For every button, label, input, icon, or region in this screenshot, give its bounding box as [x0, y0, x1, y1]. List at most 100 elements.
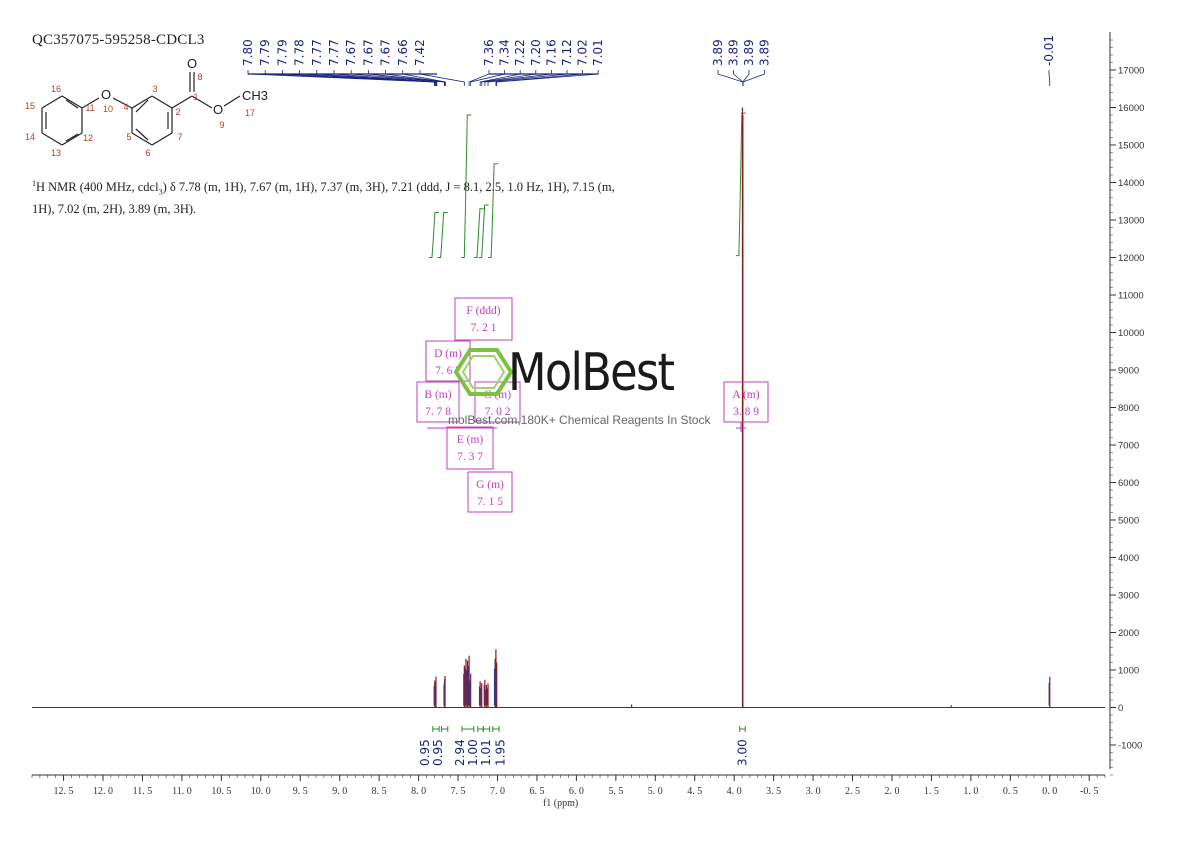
bond: [112, 97, 133, 109]
integral-curve: [461, 114, 472, 258]
peak-label: 7.20: [529, 39, 543, 66]
peak-label-connector: [1048, 70, 1051, 86]
peak-label-connector: [487, 70, 568, 86]
y-tick-label: 1000: [1118, 666, 1139, 677]
peak-label-connector: [247, 70, 435, 86]
x-tick-label: 6. 5: [529, 786, 544, 797]
multiplet-box: [723, 381, 769, 423]
y-tick-label: 11000: [1118, 291, 1144, 302]
bond: [81, 97, 100, 109]
multiplet-label: E (m): [457, 434, 484, 446]
peak-label: 7.02: [576, 39, 590, 66]
ring-bond: [61, 132, 83, 146]
integral-curve: [488, 163, 499, 258]
multiplet-box: [416, 381, 460, 423]
multiplet-label: F (ddd): [466, 305, 500, 317]
x-tick-label: 12. 5: [54, 786, 74, 797]
y-tick-label: 12000: [1118, 253, 1144, 264]
atom-number: 6: [145, 148, 150, 158]
peak-label: 7.67: [344, 39, 358, 66]
x-tick-label: 10. 5: [211, 786, 231, 797]
integral-curve: [735, 112, 746, 257]
y-tick-label: 2000: [1118, 628, 1139, 639]
peak-label-connector: [470, 70, 505, 86]
spectrum-trace: [32, 107, 1105, 708]
peak-label: 3.89: [758, 39, 772, 66]
multiplet-shift: 7. 2 1: [471, 322, 497, 334]
nmr-solvent-sub: 3: [158, 187, 163, 197]
peak-label-connector: [402, 70, 446, 86]
x-tick-label: 8. 0: [411, 786, 426, 797]
atom-number: 10: [103, 104, 113, 114]
x-tick-label: 7. 0: [490, 786, 505, 797]
peak-label: 7.80: [241, 39, 255, 66]
atom-number: 5: [126, 132, 131, 142]
ring-bond: [131, 132, 153, 146]
bond: [171, 95, 193, 109]
x-tick-label: 2. 0: [884, 786, 899, 797]
watermark-brand: MolBest: [508, 343, 675, 403]
x-tick-label: 6. 0: [569, 786, 584, 797]
peak-label-connector: [742, 70, 750, 86]
multiplet-label: A (m): [732, 389, 759, 401]
multiplet-box: [446, 426, 494, 470]
ring-bond: [41, 95, 63, 109]
atom-number: 11: [85, 103, 94, 113]
y-tick-label: 3000: [1118, 591, 1139, 602]
atom-number: 13: [51, 148, 61, 158]
peak-label: 7.22: [513, 39, 527, 66]
ring-bond: [151, 132, 173, 146]
x-tick-label: 10. 0: [251, 786, 271, 797]
x-tick-label: -0. 5: [1080, 786, 1098, 797]
peak-label: 7.01: [591, 39, 605, 66]
y-tick-label: 13000: [1118, 216, 1144, 227]
bond: [223, 95, 241, 107]
x-tick-label: 7. 5: [451, 786, 466, 797]
atom-number: 9: [219, 120, 224, 130]
integral-value: 1.95: [493, 739, 507, 766]
x-tick-label: 12. 0: [93, 786, 113, 797]
peak-label-connector: [742, 70, 765, 86]
y-tick-label: -1000: [1118, 741, 1142, 752]
multiplet-shift: 7. 6 7: [435, 365, 461, 377]
peak-label: 7.67: [379, 39, 393, 66]
peak-label: 7.12: [560, 39, 574, 66]
peak-label-connector: [495, 70, 583, 86]
multiplet-shift: 7. 7 8: [425, 406, 451, 418]
integral-value: 0.95: [418, 739, 432, 766]
peak-label-connector: [479, 70, 521, 86]
atom-number: 14: [25, 132, 35, 142]
peak-label-connector: [419, 70, 465, 86]
x-tick-label: 4. 5: [687, 786, 702, 797]
y-tick-label: 17000: [1118, 66, 1144, 77]
peak-label: 7.77: [310, 39, 324, 66]
ring-bond: [61, 95, 83, 109]
peak-label: 7.79: [275, 39, 289, 66]
multiplet-shift: 7. 0 2: [485, 406, 511, 418]
peak-label-connector: [299, 70, 437, 86]
multiplet-shift: 7. 1 5: [477, 496, 503, 508]
atom-number: 3: [152, 84, 157, 94]
atom-number: 12: [83, 133, 93, 143]
peak-label: 7.36: [482, 39, 496, 66]
atom-number: 8: [197, 72, 202, 82]
peak-label: -0.01: [1042, 35, 1056, 66]
peak-label-connector: [484, 70, 552, 86]
peak-label-connector: [496, 70, 599, 86]
multiplet-boxes: A (m)3. 8 9B (m)7. 7 8C (m)7. 0 2D (m)7.…: [416, 297, 769, 513]
y-tick-label: 10000: [1118, 328, 1144, 339]
peak-label-connector: [481, 70, 537, 86]
multiplet-shift: 7. 3 7: [457, 451, 483, 463]
y-tick-label: 5000: [1118, 516, 1139, 527]
integral-value: 1.00: [466, 739, 480, 766]
multiplet-box: [454, 297, 513, 341]
integral-value: 3.00: [735, 739, 749, 766]
methyl-group: CH3: [242, 88, 268, 103]
nmr-prefix: H NMR (400 MHz, cdcl: [36, 180, 159, 195]
ring-bond: [41, 132, 63, 146]
peak-label: 3.89: [727, 39, 741, 66]
